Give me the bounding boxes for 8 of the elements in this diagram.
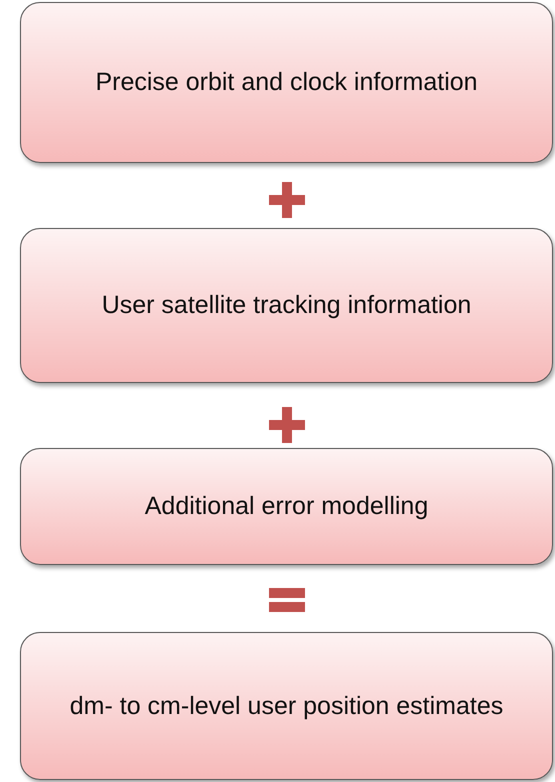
process-box xyxy=(20,228,553,383)
box-text: User satellite tracking information xyxy=(102,290,472,322)
box-text: Precise orbit and clock information xyxy=(95,67,478,98)
process-box xyxy=(20,2,553,163)
box-text: Additional error modelling xyxy=(144,491,428,522)
box-text: dm- to cm-level user position estimates xyxy=(70,690,504,722)
process-box xyxy=(20,632,553,780)
process-box xyxy=(20,448,553,565)
